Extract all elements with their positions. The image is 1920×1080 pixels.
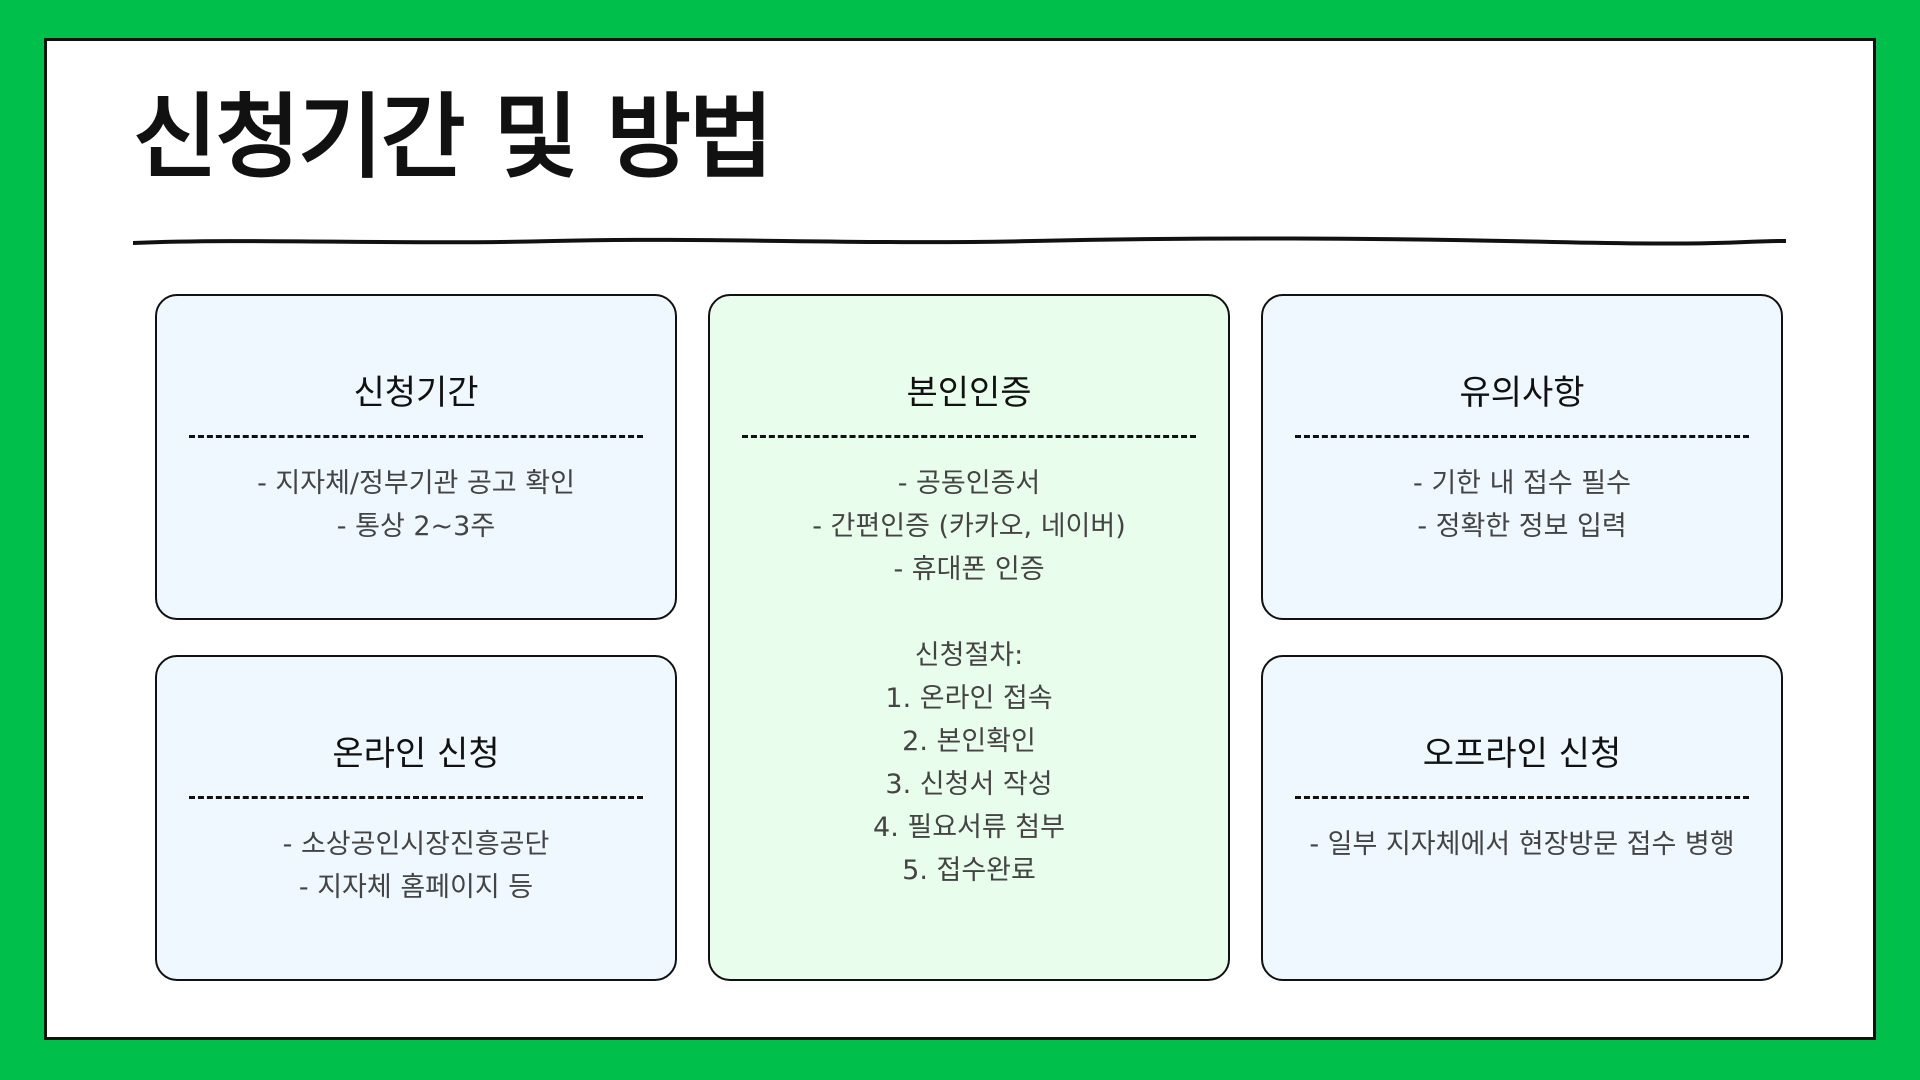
card-precautions: 유의사항 - 기한 내 접수 필수 - 정확한 정보 입력 xyxy=(1261,294,1783,620)
card-title: 오프라인 신청 xyxy=(1422,734,1622,774)
card-line: - 휴대폰 인증 xyxy=(893,554,1045,585)
card-online-application: 온라인 신청 - 소상공인시장진흥공단 - 지자체 홈페이지 등 xyxy=(155,655,677,981)
card-line: - 일부 지자체에서 현장방문 접수 병행 xyxy=(1309,829,1735,860)
card-line: - 공동인증서 xyxy=(897,468,1041,499)
card-body: - 기한 내 접수 필수 - 정확한 정보 입력 xyxy=(1263,462,1781,548)
card-line: 1. 온라인 접속 xyxy=(885,683,1053,714)
card-offline-application: 오프라인 신청 - 일부 지자체에서 현장방문 접수 병행 xyxy=(1261,655,1783,981)
card-line: 신청절차: xyxy=(914,640,1024,671)
card-line xyxy=(710,591,1228,634)
card-application-period: 신청기간 - 지자체/정부기관 공고 확인 - 통상 2~3주 xyxy=(155,294,677,620)
card-line: 3. 신청서 작성 xyxy=(885,769,1053,800)
card-identity-verification: 본인인증 - 공동인증서 - 간편인증 (카카오, 네이버) - 휴대폰 인증 … xyxy=(708,294,1230,981)
card-body: - 일부 지자체에서 현장방문 접수 병행 xyxy=(1263,823,1781,866)
card-line: - 간편인증 (카카오, 네이버) xyxy=(812,511,1126,542)
card-divider xyxy=(189,796,643,799)
card-line: - 정확한 정보 입력 xyxy=(1417,511,1627,542)
card-divider xyxy=(189,435,643,438)
card-divider xyxy=(1295,435,1749,438)
page-title: 신청기간 및 방법 xyxy=(133,84,774,191)
card-line: - 기한 내 접수 필수 xyxy=(1413,468,1631,499)
card-line: - 지자체/정부기관 공고 확인 xyxy=(257,468,575,499)
card-body: - 지자체/정부기관 공고 확인 - 통상 2~3주 xyxy=(157,462,675,548)
card-line: - 지자체 홈페이지 등 xyxy=(298,872,534,903)
card-line: - 통상 2~3주 xyxy=(336,511,496,542)
card-line: - 소상공인시장진흥공단 xyxy=(282,829,550,860)
card-line: 2. 본인확인 xyxy=(902,726,1036,757)
card-title: 온라인 신청 xyxy=(332,734,500,774)
title-underline xyxy=(133,236,1786,246)
card-body: - 공동인증서 - 간편인증 (카카오, 네이버) - 휴대폰 인증 신청절차:… xyxy=(710,462,1228,892)
card-title: 신청기간 xyxy=(353,373,479,413)
card-divider xyxy=(742,435,1196,438)
card-title: 본인인증 xyxy=(906,373,1032,413)
card-title: 유의사항 xyxy=(1459,373,1585,413)
card-divider xyxy=(1295,796,1749,799)
card-line: 5. 접수완료 xyxy=(902,855,1036,886)
card-line: 4. 필요서류 첨부 xyxy=(873,812,1065,843)
card-body: - 소상공인시장진흥공단 - 지자체 홈페이지 등 xyxy=(157,823,675,909)
